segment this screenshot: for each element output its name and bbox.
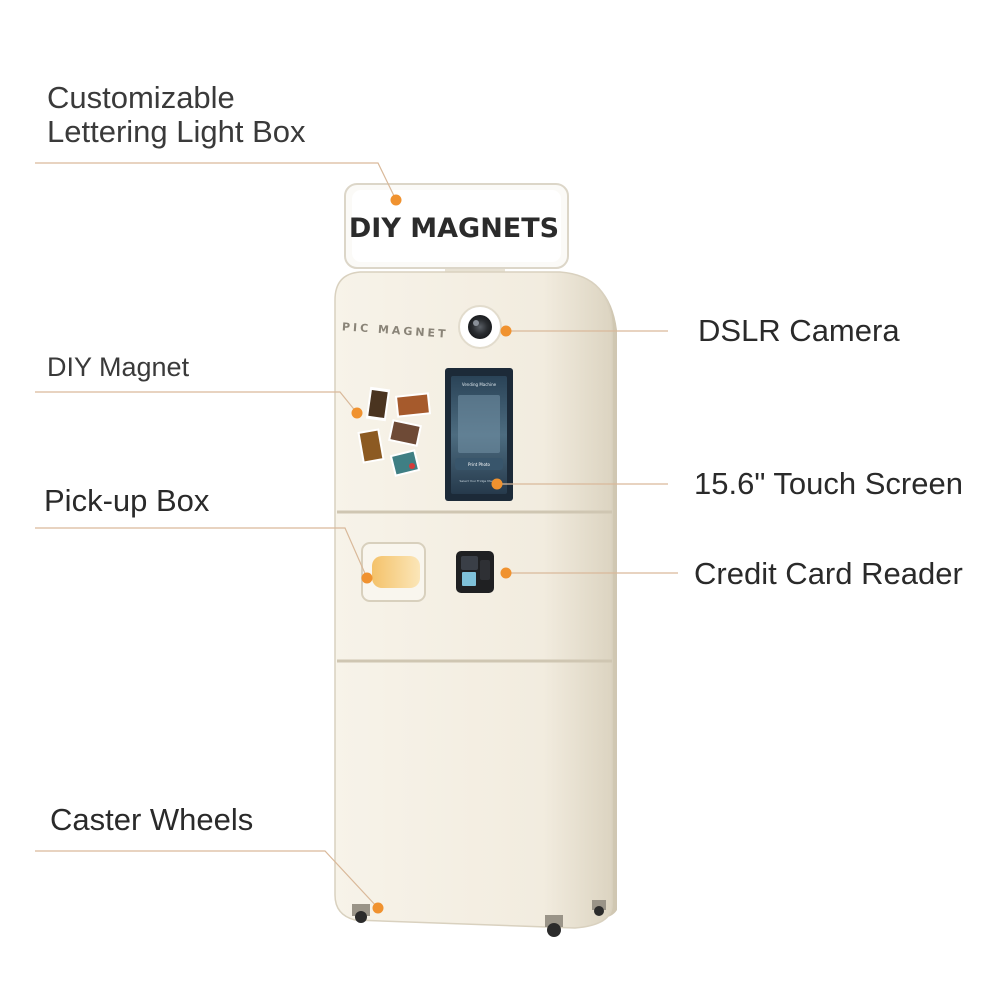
callout-dslr-camera-label: DSLR Camera (698, 313, 900, 348)
screen-footer: Select Your Fridge Magnet (459, 479, 499, 483)
screen-button: Print Photo (468, 462, 490, 467)
callout-pickup-box-label: Pick-up Box (44, 483, 210, 518)
leader-lines (35, 162, 678, 909)
callout-caster-wheels-label: Caster Wheels (50, 802, 254, 837)
callout-light-box-label: Customizable Lettering Light Box (47, 80, 306, 149)
pickup-box-slot (372, 556, 420, 588)
accent-dots (351, 194, 512, 914)
callout-diy-magnet-label: DIY Magnet (47, 352, 190, 382)
callout-touch-screen-label: 15.6" Touch Screen (694, 466, 963, 501)
screen-header: Vending Machine (462, 382, 497, 387)
sign-text: DIY MAGNETS (349, 213, 559, 244)
magnet-photos (357, 386, 432, 477)
callout-card-reader-label: Credit Card Reader (694, 556, 963, 591)
camera-lens (468, 315, 492, 339)
caster-wheels-graphic (352, 900, 606, 937)
